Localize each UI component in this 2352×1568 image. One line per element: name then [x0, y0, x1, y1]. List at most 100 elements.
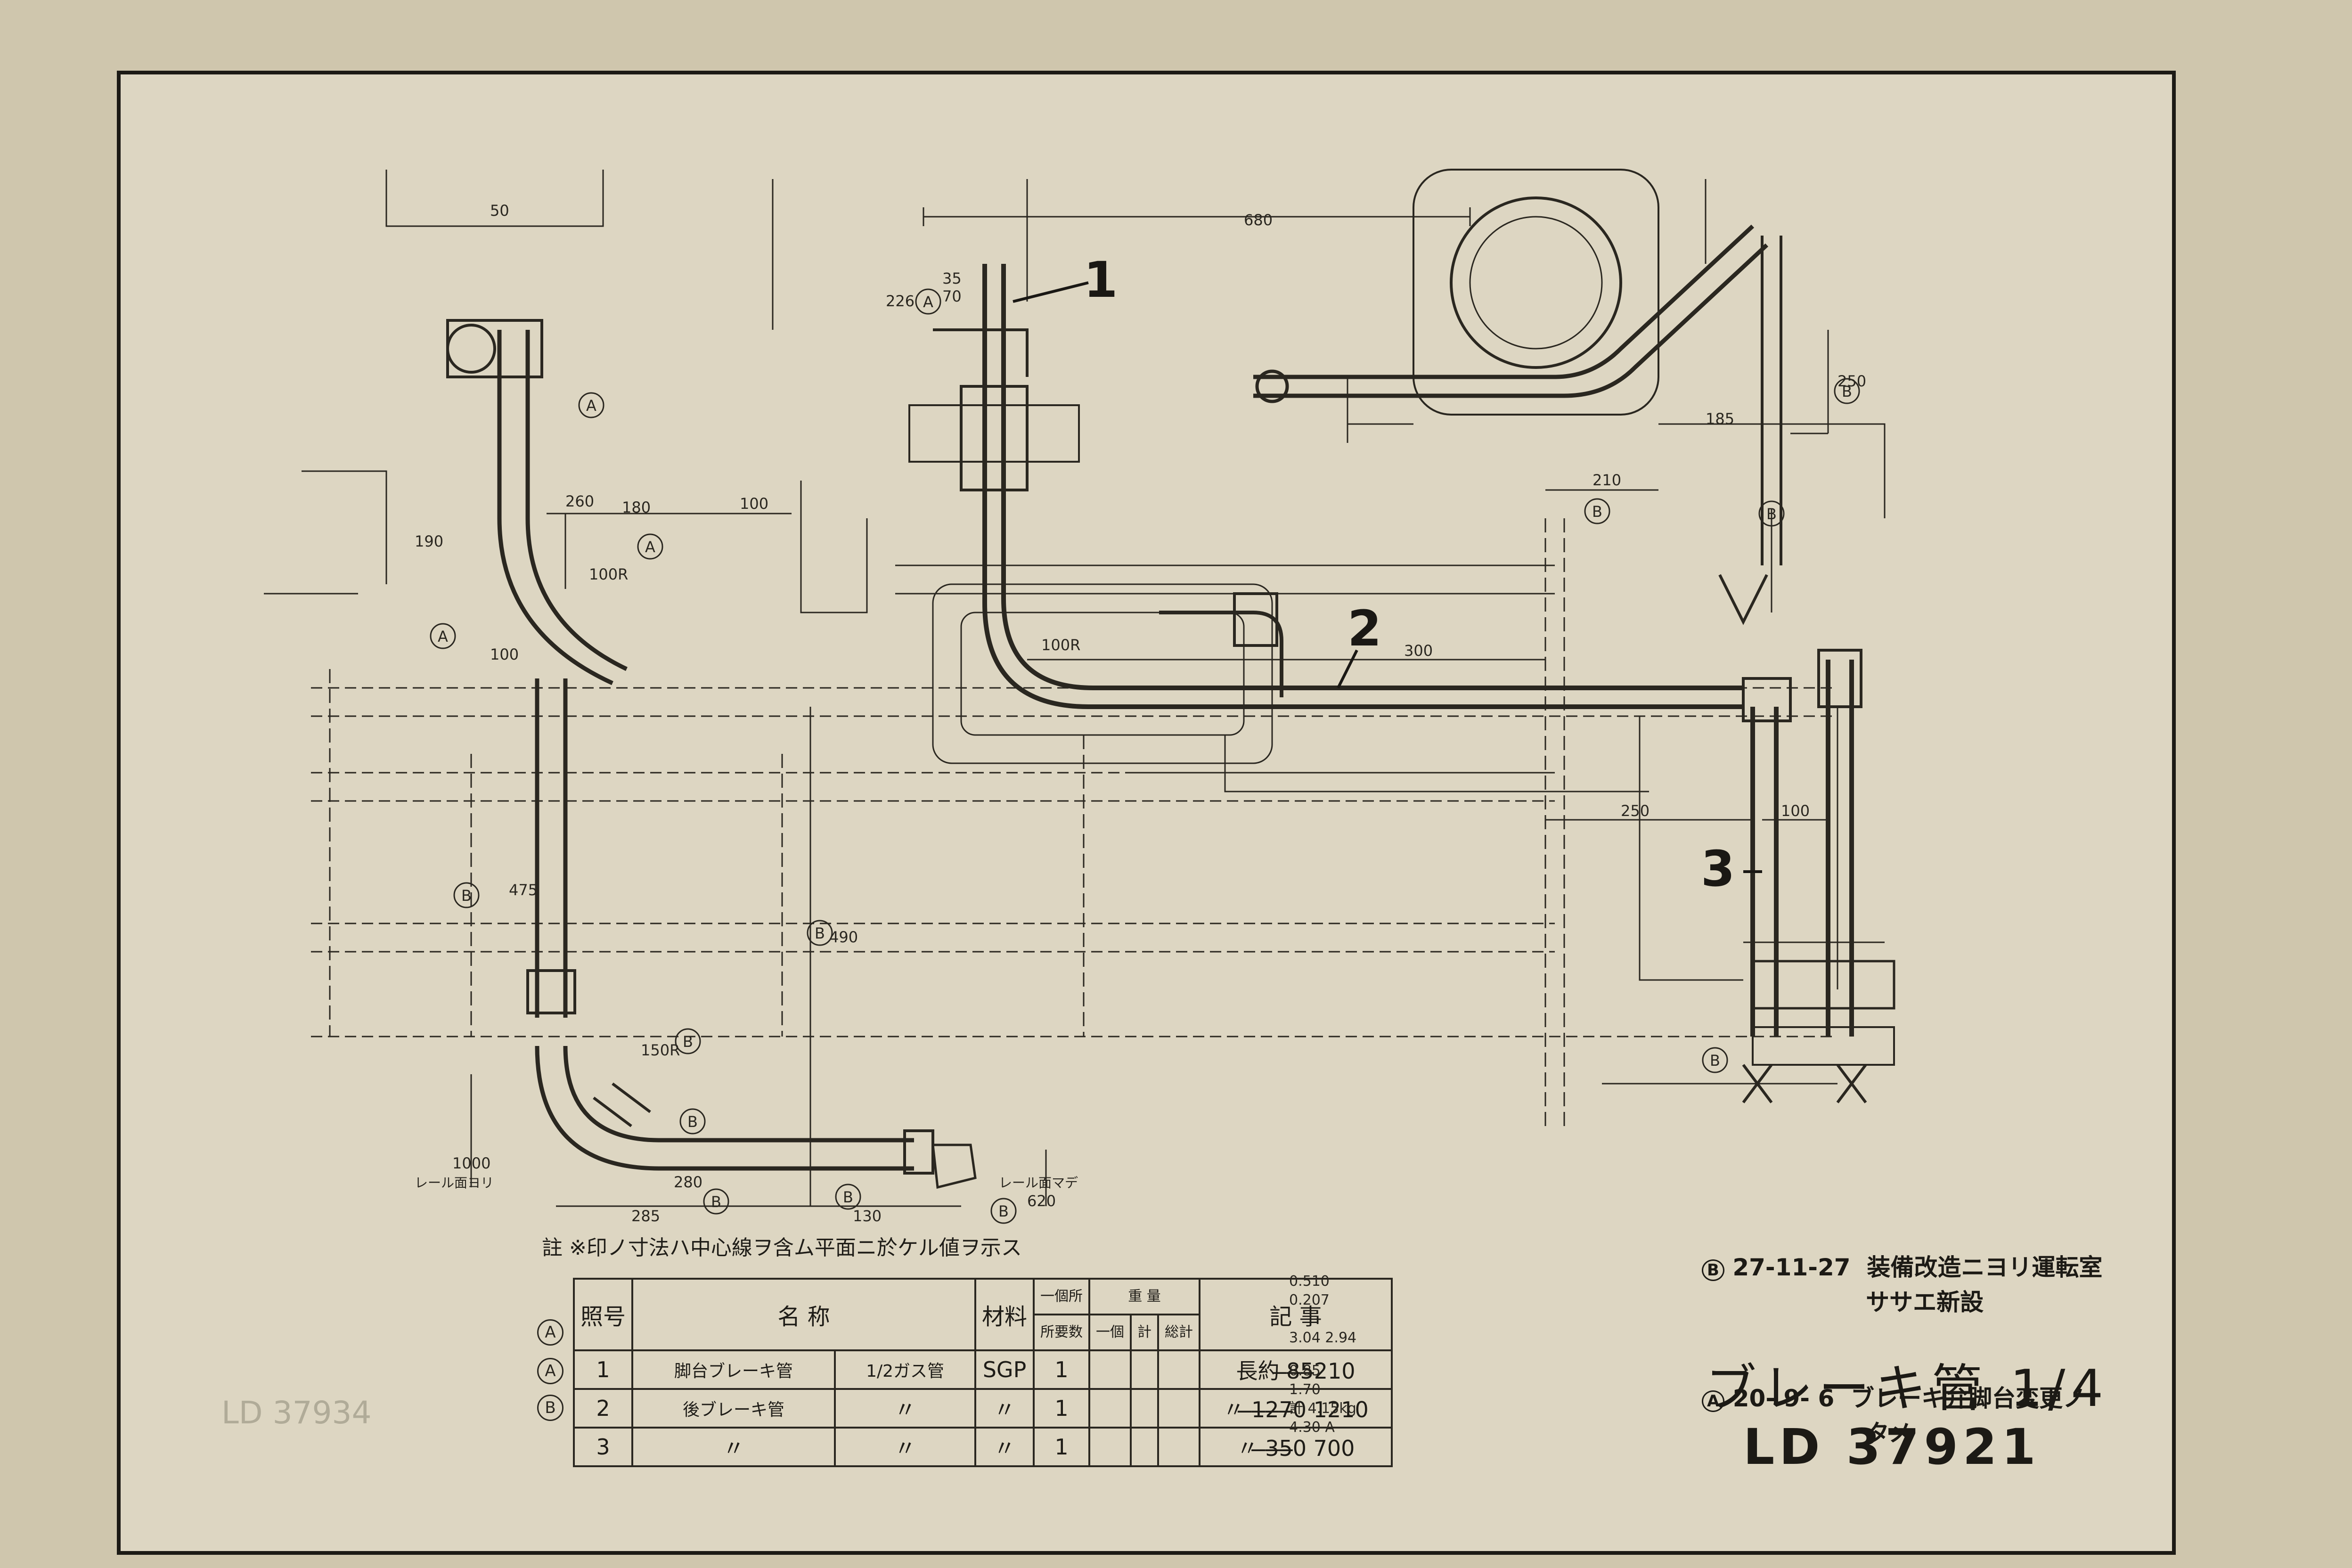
dim-226: 226: [886, 292, 915, 310]
header-no: 照号: [572, 1278, 634, 1351]
weight-note: 0.207: [1289, 1292, 1330, 1308]
dim-100r-mid: 100R: [1041, 636, 1080, 654]
dim-490: 490: [829, 928, 858, 946]
header-weight-sum: 計: [1130, 1314, 1160, 1351]
header-weight-total: 総計: [1157, 1314, 1201, 1351]
dim-100r-left: 100R: [589, 565, 628, 583]
table-header-row: 照号 名 称 材料 一個所 重 量 記 事: [572, 1278, 1393, 1351]
mark-b: B: [461, 887, 472, 905]
cell-remark: 〃 ̶3̶5̶0 700: [1199, 1427, 1393, 1467]
row-mark-1: A: [537, 1319, 564, 1346]
weight-note: 1.70: [1289, 1381, 1321, 1398]
parts-table: 照号 名 称 材料 一個所 重 量 記 事 所要数 一個 計 総計 1 脚台ブレ…: [572, 1278, 1393, 1467]
dim-620: 620: [1027, 1192, 1056, 1210]
weight-notes: 0.510 0.207 3.04 2.94 0.85 1.70 計 4.15kg…: [1289, 1272, 1356, 1437]
header-name: 名 称: [631, 1278, 977, 1351]
dim-70: 70: [942, 287, 962, 305]
cell-no: 2: [572, 1388, 634, 1429]
dim-680: 680: [1244, 211, 1273, 229]
show-through-text: LD 37934: [221, 1395, 372, 1431]
dim-190: 190: [415, 532, 443, 550]
callout-2: 2: [1348, 600, 1381, 657]
header-per-place: 一個所: [1033, 1278, 1091, 1315]
table-row: 2 後ブレーキ管 〃 〃 1 〃 ̶1̶2̶7̶0 1210: [572, 1388, 1393, 1429]
dim-100-lower: 100: [1781, 802, 1810, 820]
cell-spec: 〃: [834, 1427, 977, 1467]
cell-name: 〃: [631, 1427, 836, 1467]
callout-1: 1: [1084, 251, 1118, 309]
cell-spec: 〃: [834, 1388, 977, 1429]
drawing-title: ブレーキ管 1/4: [1706, 1359, 2109, 1418]
mark-b: B: [1766, 505, 1777, 523]
mark-a: A: [645, 538, 655, 556]
mark-a: A: [923, 293, 933, 311]
cell-material: 〃: [974, 1427, 1035, 1467]
mark-b: B: [815, 924, 825, 942]
callout-3: 3: [1701, 840, 1735, 898]
cell-name: 脚台ブレーキ管: [631, 1349, 836, 1390]
mark-b: B: [1592, 503, 1602, 521]
table-row: 1 脚台ブレーキ管 1/2ガス管 SGP 1 長約 ̶8̶5̶210: [572, 1349, 1393, 1390]
cell-spec: 1/2ガス管: [834, 1349, 977, 1390]
cell-no: 1: [572, 1349, 634, 1390]
mark-a: A: [586, 397, 596, 415]
dim-130: 130: [853, 1207, 882, 1225]
header-qty: 所要数: [1033, 1314, 1091, 1351]
weight-note: 0.85: [1289, 1363, 1321, 1379]
table-row: 3 〃 〃 〃 1 〃 ̶3̶5̶0 700: [572, 1427, 1393, 1467]
mark-a: A: [438, 628, 448, 645]
cell-qty: 1: [1033, 1388, 1091, 1429]
header-weight-each: 一個: [1088, 1314, 1132, 1351]
dim-300: 300: [1404, 642, 1433, 660]
cell-no: 3: [572, 1427, 634, 1467]
cell-qty: 1: [1033, 1349, 1091, 1390]
cell-material: SGP: [974, 1349, 1035, 1390]
dim-180: 180: [622, 498, 651, 516]
mark-b: B: [711, 1193, 721, 1211]
row-mark-3: B: [537, 1395, 564, 1421]
cell-name: 後ブレーキ管: [631, 1388, 836, 1429]
revision-entry: B 27-11-27 装備改造ニヨリ運転室 ササエ新設: [1702, 1251, 2102, 1318]
dim-250-right: 250: [1838, 372, 1866, 390]
mark-b: B: [843, 1188, 853, 1206]
weight-note: 4.30 A: [1289, 1419, 1335, 1436]
mark-b: B: [1710, 1052, 1720, 1070]
dim-100-top: 100: [740, 495, 768, 513]
header-material: 材料: [974, 1278, 1035, 1351]
drawing-note: 註 ※印ノ寸法ハ中心線ヲ含ム平面ニ於ケル値ヲ示ス: [542, 1236, 1022, 1260]
cell-remark: 長約 ̶8̶5̶210: [1199, 1349, 1393, 1390]
revision-text: 20- 9- 6 ブレーキ弁脚台変更ノ タメ: [1732, 1385, 2087, 1447]
label-from-rail: レール面ヨリ: [415, 1175, 494, 1191]
weight-note: 0.510: [1289, 1273, 1330, 1290]
label-to-rail: レール面マデ: [999, 1175, 1078, 1191]
cell-material: 〃: [974, 1388, 1035, 1429]
header-weight: 重 量: [1088, 1278, 1201, 1315]
dim-475: 475: [509, 881, 538, 899]
dim-35: 35: [942, 270, 962, 287]
mark-b: B: [1842, 383, 1852, 400]
dim-50: 50: [490, 202, 509, 220]
table-subheader-row: 所要数 一個 計 総計: [574, 1314, 1392, 1351]
drawing-number: LD 37921: [1743, 1418, 2041, 1476]
weight-note: 3.04 2.94: [1289, 1330, 1357, 1346]
revision-text: 27-11-27 装備改造ニヨリ運転室 ササエ新設: [1732, 1254, 2103, 1316]
mark-b: B: [998, 1202, 1009, 1220]
revision-mark: A: [1702, 1390, 1725, 1412]
mark-b: B: [687, 1113, 698, 1131]
dim-250-lower: 250: [1621, 802, 1650, 820]
dim-210: 210: [1592, 471, 1621, 489]
header-remark: 記 事: [1199, 1278, 1393, 1351]
dim-150r: 150R: [641, 1041, 680, 1059]
cell-qty: 1: [1033, 1427, 1091, 1467]
dim-260: 260: [565, 492, 594, 510]
dim-185: 185: [1706, 410, 1734, 428]
dim-285: 285: [631, 1207, 660, 1225]
dim-280: 280: [674, 1173, 702, 1191]
dim-1000: 1000: [452, 1154, 490, 1172]
revision-entry: A 20- 9- 6 ブレーキ弁脚台変更ノ タメ: [1702, 1382, 2102, 1449]
weight-note: 計 4.15kg: [1289, 1400, 1356, 1417]
revision-mark: B: [1702, 1259, 1724, 1281]
dim-100-left: 100: [490, 645, 519, 663]
